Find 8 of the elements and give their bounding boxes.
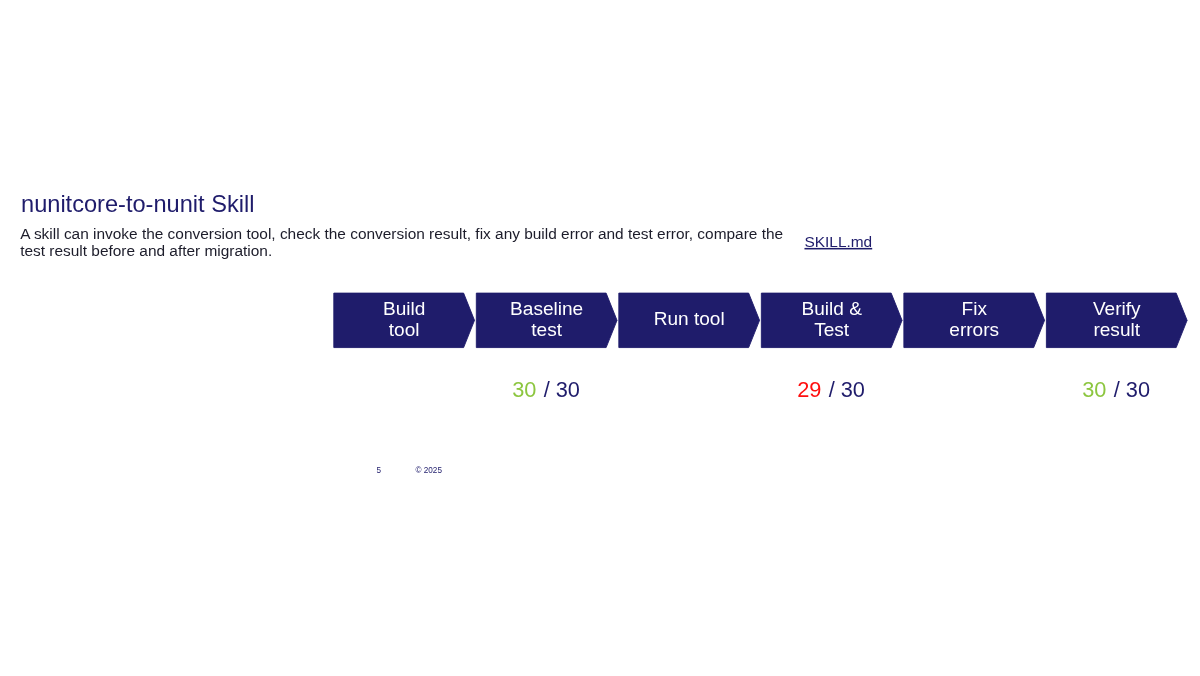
label: SKILL.md xyxy=(804,232,873,250)
node-label: 30 / 30 xyxy=(512,376,580,402)
node-label: 29 / 30 xyxy=(797,376,865,402)
label: 5 xyxy=(376,465,382,475)
diagram-title: nunitcore-to-nunit Skill xyxy=(21,190,255,217)
node-label: 30 / 30 xyxy=(1082,376,1151,402)
label: A skill can invoke the conversion tool, check the conversion result, fix any build error and test error, compare the test result before and after migration. xyxy=(20,224,784,259)
label: © 2025 xyxy=(415,465,442,475)
